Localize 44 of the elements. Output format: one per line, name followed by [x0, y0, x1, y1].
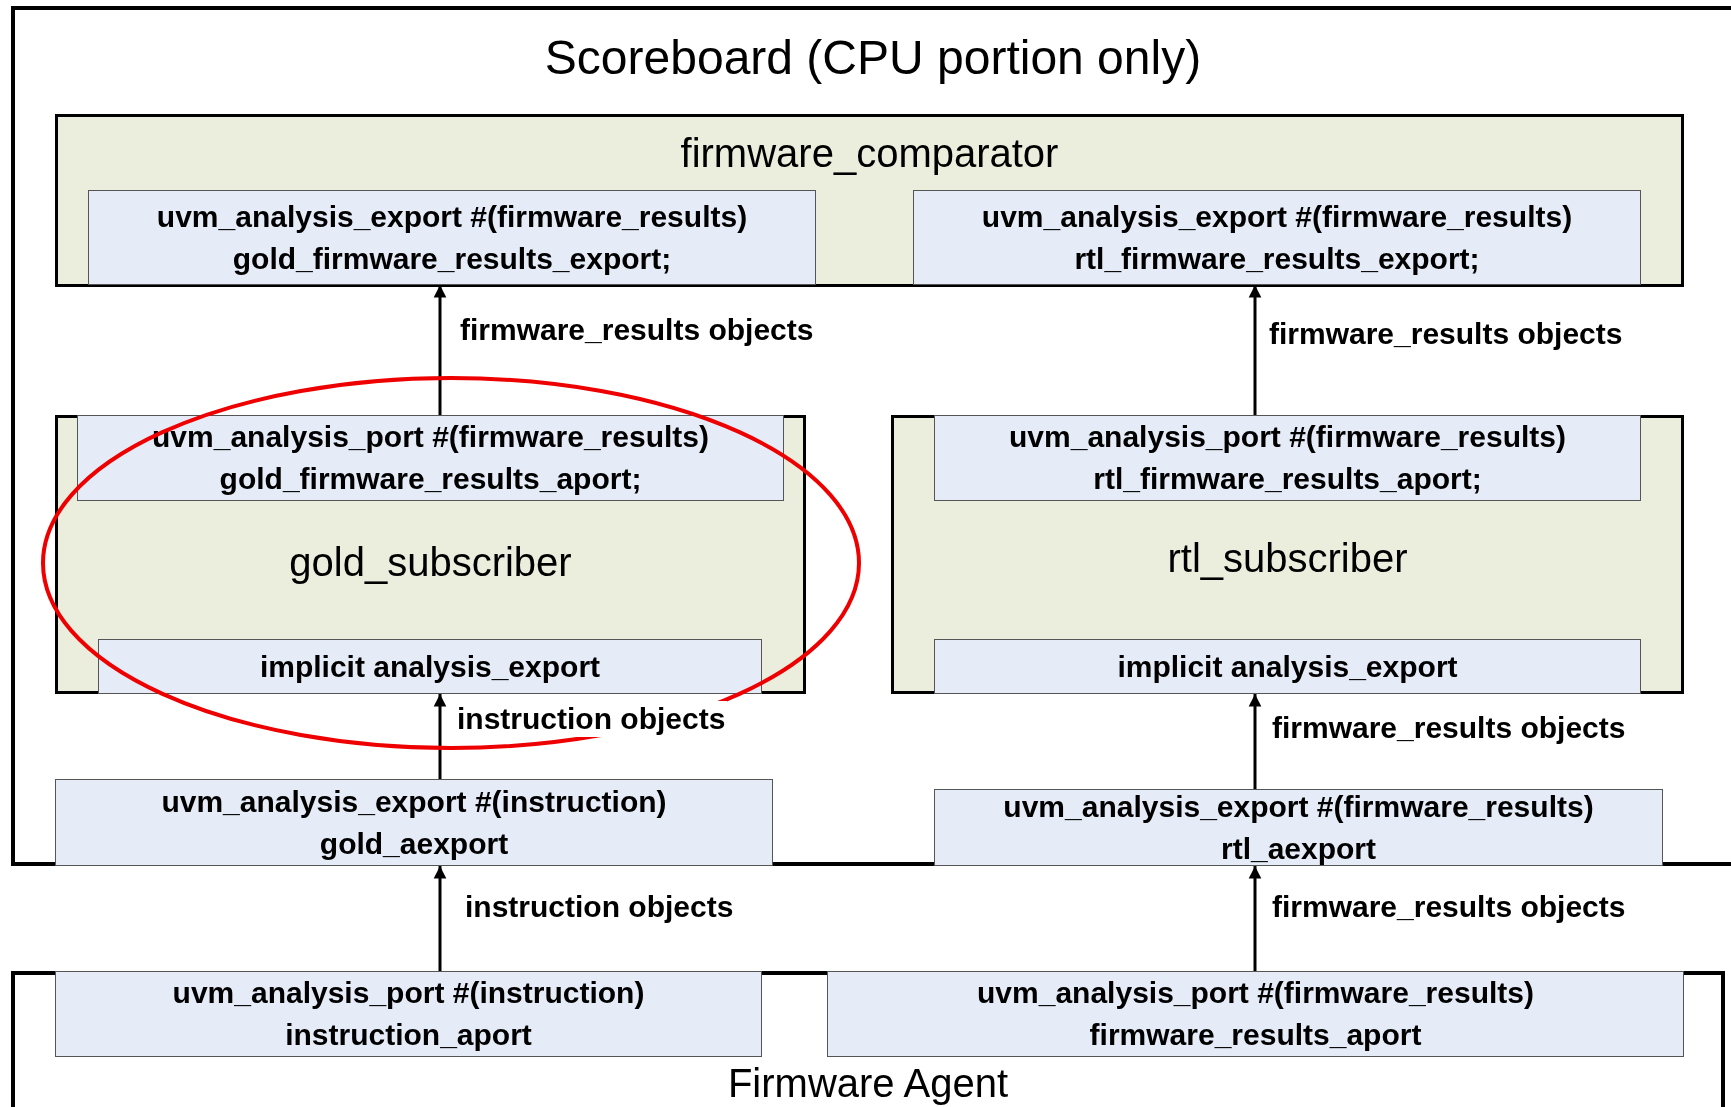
- component-title: rtl_subscriber: [1166, 536, 1409, 580]
- component-box: [891, 415, 1684, 694]
- port-declaration: instruction_aport: [285, 1017, 532, 1053]
- port-declaration: rtl_firmware_results_aport;: [1093, 461, 1482, 497]
- export-box: [88, 190, 816, 285]
- port-box: [827, 971, 1684, 1057]
- component-title: firmware_comparator: [679, 131, 1060, 175]
- port-declaration: uvm_analysis_port #(instruction): [172, 975, 645, 1011]
- port-declaration: implicit analysis_export: [259, 648, 601, 685]
- export-box: [55, 779, 773, 866]
- port-declaration: gold_firmware_results_export;: [232, 240, 672, 277]
- agent-frame: [11, 971, 1725, 1107]
- export-box: [913, 190, 1641, 285]
- arrow: [1248, 866, 1262, 971]
- port-declaration: firmware_results_aport: [1089, 1017, 1422, 1053]
- port-declaration: rtl_aexport: [1220, 830, 1377, 867]
- port-declaration: uvm_analysis_port #(firmware_results): [977, 975, 1534, 1011]
- arrow: [433, 866, 447, 971]
- port-declaration: uvm_analysis_export #(firmware_results): [981, 198, 1573, 235]
- component-title: gold_subscriber: [288, 540, 573, 584]
- port-declaration: uvm_analysis_port #(firmware_results): [152, 419, 709, 455]
- port-declaration: uvm_analysis_export #(instruction): [161, 783, 667, 820]
- port-declaration: uvm_analysis_export #(firmware_results): [1003, 788, 1594, 825]
- port-declaration: gold_aexport: [319, 825, 509, 862]
- port-box: [77, 415, 784, 501]
- arrow: [1248, 694, 1262, 789]
- port-declaration: implicit analysis_export: [1117, 648, 1458, 685]
- arrow: [433, 694, 447, 779]
- scoreboard-frame: [11, 6, 1731, 866]
- component-title: Firmware Agent: [726, 1061, 1010, 1105]
- export-box: [934, 789, 1663, 866]
- port-declaration: rtl_firmware_results_export;: [1074, 240, 1480, 277]
- arrow: [433, 285, 447, 415]
- port-box: [934, 415, 1641, 501]
- port-declaration: uvm_analysis_export #(firmware_results): [156, 198, 748, 235]
- port-box: [55, 971, 762, 1057]
- component-box: [55, 114, 1684, 287]
- port-declaration: gold_firmware_results_aport;: [219, 461, 642, 497]
- port-declaration: uvm_analysis_port #(firmware_results): [1009, 419, 1566, 455]
- export-box: [98, 639, 762, 694]
- arrow: [1248, 285, 1262, 415]
- component-title: Scoreboard (CPU portion only): [543, 32, 1203, 85]
- component-box: [55, 415, 806, 694]
- export-box: [934, 639, 1641, 694]
